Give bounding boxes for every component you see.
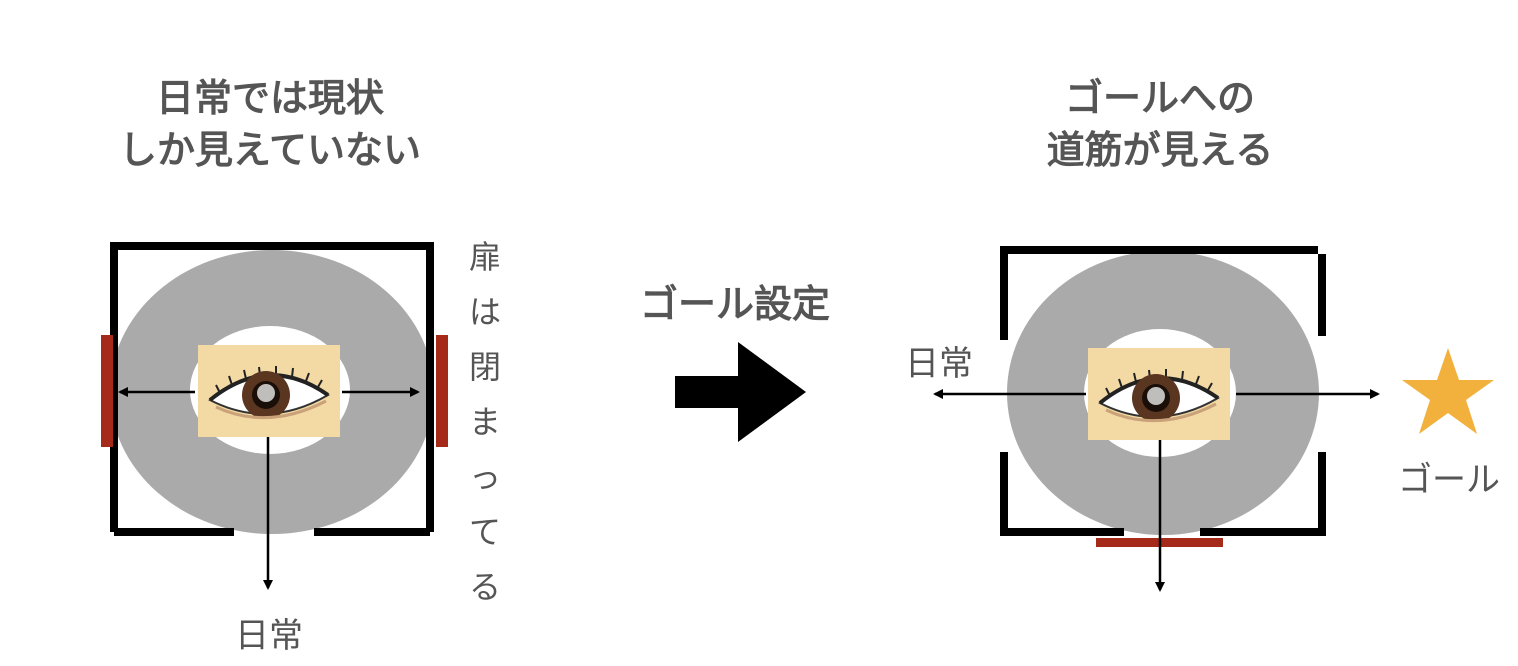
left-door-right — [436, 335, 448, 447]
left-door-left — [101, 335, 113, 447]
door-closed-vertical-label: 扉 は 閉 ま っ て る — [465, 230, 505, 615]
right-frame-bottom — [1000, 452, 1326, 536]
vertical-char: る — [468, 568, 501, 606]
right-eye-diagram — [933, 246, 1380, 592]
right-title: ゴールへの 道筋が見える — [970, 72, 1350, 176]
vertical-char: は — [468, 293, 501, 331]
vertical-char: て — [468, 513, 501, 551]
goal-setting-label: ゴール設定 — [639, 282, 830, 326]
right-daily-label: 日常 — [905, 344, 973, 384]
right-title-line2: 道筋が見える — [1046, 128, 1274, 172]
left-title-line1: 日常では現状 — [155, 76, 384, 120]
left-frame — [110, 242, 434, 536]
left-title-line2: しか見えていない — [118, 128, 422, 172]
vertical-char: 扉 — [468, 238, 501, 276]
left-bottom-label: 日常 — [235, 616, 303, 656]
left-title: 日常では現状 しか見えていない — [80, 72, 460, 176]
goal-label: ゴール — [1398, 460, 1500, 500]
vertical-char: ま — [468, 403, 501, 441]
vertical-char: っ — [468, 458, 501, 496]
eye-icon — [196, 343, 342, 439]
right-frame-top — [1000, 246, 1326, 340]
right-title-line1: ゴールへの — [1064, 76, 1255, 120]
arrow-right-icon — [675, 342, 806, 442]
left-eye-diagram — [101, 242, 448, 590]
star-icon — [1402, 348, 1494, 434]
eye-icon — [1086, 346, 1232, 442]
vertical-char: 閉 — [468, 348, 501, 386]
